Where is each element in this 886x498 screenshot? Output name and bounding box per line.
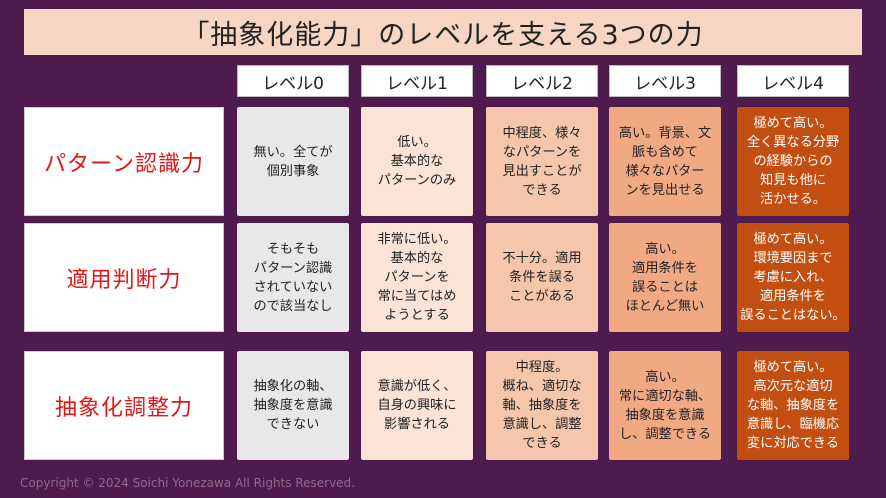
cell-abstraction-adjustment-level0: 抽象化の軸、 抽象度を意識 できない: [237, 351, 349, 460]
cell-application-judgment-level4: 極めて高い。 環境要因まで 考慮に入れ、 適用条件を 誤ることはない。: [737, 223, 849, 332]
cell-pattern-recognition-level4: 極めて高い。 全く異なる分野 の経験からの 知見も他に 活かせる。: [737, 107, 849, 216]
cell-pattern-recognition-level3: 高い。背景、文 脈も含めて 様々なパター ンを見出せる: [609, 107, 721, 216]
row-label-pattern-recognition: パターン認識力: [24, 107, 224, 216]
cell-abstraction-adjustment-level1: 意識が低く、 自身の興味に 影響される: [361, 351, 473, 460]
cell-pattern-recognition-level0: 無い。全てが 個別事象: [237, 107, 349, 216]
row-label-application-judgment: 適用判断力: [24, 223, 224, 332]
cell-application-judgment-level3: 高い。 適用条件を 誤ることは ほとんど無い: [609, 223, 721, 332]
cell-abstraction-adjustment-level4: 極めて高い。 高次元な適切 な軸、抽象度を 意識し、臨機応 変に対応できる: [737, 351, 849, 460]
copyright-footer: Copyright © 2024 Soichi Yonezawa All Rig…: [20, 476, 355, 490]
level-header-1: レベル1: [361, 65, 473, 97]
slide-title: 「抽象化能力」のレベルを支える3つの力: [24, 9, 862, 55]
level-header-3: レベル3: [609, 65, 721, 97]
level-header-2: レベル2: [486, 65, 598, 97]
level-header-4: レベル4: [737, 65, 849, 97]
row-label-abstraction-adjustment: 抽象化調整力: [24, 351, 224, 460]
cell-application-judgment-level2: 不十分。適用 条件を誤る ことがある: [486, 223, 598, 332]
cell-application-judgment-level0: そもそも パターン認識 されていない ので該当なし: [237, 223, 349, 332]
cell-abstraction-adjustment-level3: 高い。 常に適切な軸、 抽象度を意識 し、調整できる: [609, 351, 721, 460]
cell-application-judgment-level1: 非常に低い。 基本的な パターンを 常に当てはめ ようとする: [361, 223, 473, 332]
cell-pattern-recognition-level1: 低い。 基本的な パターンのみ: [361, 107, 473, 216]
level-header-0: レベル0: [237, 65, 349, 97]
cell-pattern-recognition-level2: 中程度、様々 なパターンを 見出すことが できる: [486, 107, 598, 216]
cell-abstraction-adjustment-level2: 中程度。 概ね、適切な 軸、抽象度を 意識し、調整 できる: [486, 351, 598, 460]
